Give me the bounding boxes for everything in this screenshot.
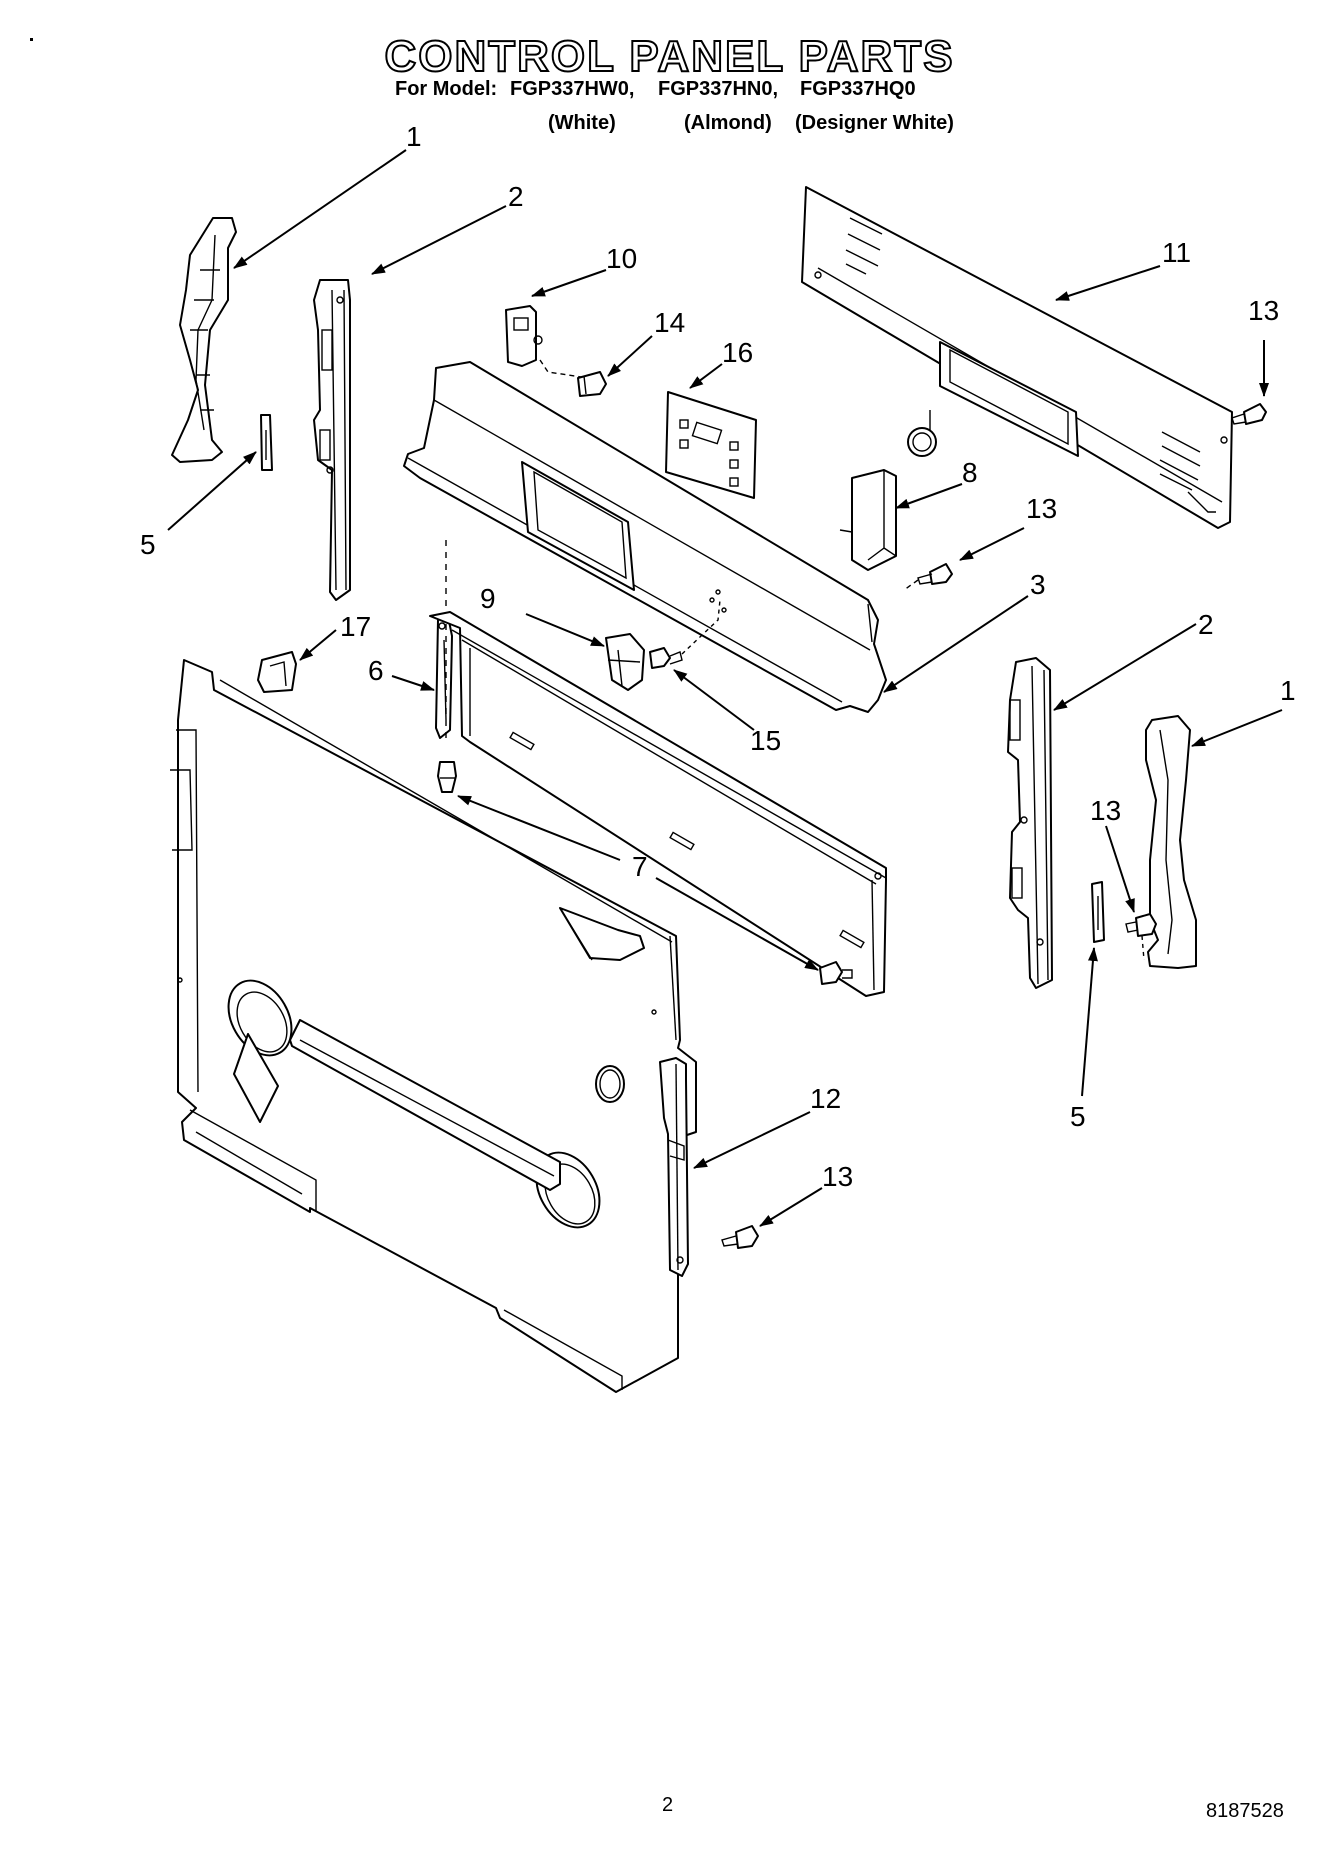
callout-2-right: 2 [1198, 609, 1214, 640]
part-3-console-panel [403, 361, 887, 713]
part-5-right-clip [1091, 881, 1105, 943]
leader-lines [167, 149, 1283, 1227]
part-2-left-bracket [313, 279, 351, 601]
part-13-screw-right [1125, 913, 1157, 961]
part-12-side-bracket [659, 1057, 689, 1277]
part-ring [907, 410, 937, 457]
color-almond: (Almond) [684, 112, 772, 134]
part-16-overlay [665, 391, 757, 499]
part-10-switch [505, 305, 589, 379]
color-white: (White) [548, 112, 616, 134]
callout-6: 6 [368, 655, 384, 686]
part-1-right-end-cap [1145, 715, 1197, 969]
part-backguard-panel [170, 659, 697, 1393]
part-5-left-clip [260, 414, 273, 471]
callout-13-right: 13 [1090, 795, 1121, 826]
callout-5-left: 5 [140, 529, 156, 560]
callout-10: 10 [606, 243, 637, 274]
part-9-knob [605, 633, 645, 691]
callout-17: 17 [340, 611, 371, 642]
document-number: 8187528 [1206, 1800, 1284, 1822]
model-designer-white: FGP337HQ0 [800, 78, 916, 100]
part-13-screw-middle [903, 563, 953, 591]
model-prefix: For Model: [395, 78, 498, 100]
callout-14: 14 [654, 307, 685, 338]
callout-1-right: 1 [1280, 675, 1296, 706]
part-13-screw-bottom [721, 1225, 759, 1249]
callout-3: 3 [1030, 569, 1046, 600]
callout-8: 8 [962, 457, 978, 488]
part-2-right-bracket [1007, 657, 1053, 989]
part-support-channel [429, 611, 887, 997]
part-1-left-end-cap [171, 217, 237, 463]
callout-9: 9 [480, 583, 496, 614]
part-17-clip [257, 651, 297, 693]
callout-5-right: 5 [1070, 1101, 1086, 1132]
callout-12: 12 [810, 1083, 841, 1114]
model-almond: FGP337HN0, [658, 78, 779, 100]
callout-11: 11 [1162, 237, 1191, 268]
callout-1-left: 1 [406, 121, 422, 152]
part-7-screw-lower [819, 961, 853, 985]
callout-15: 15 [750, 725, 781, 756]
speck [30, 38, 33, 41]
part-8-module [839, 469, 897, 571]
callout-2-left: 2 [508, 181, 524, 212]
callout-13-top-right: 13 [1248, 295, 1279, 326]
callout-7: 7 [632, 851, 648, 882]
part-6-bracket [435, 615, 453, 739]
part-13-screw-top-right [1231, 403, 1267, 425]
model-white: FGP337HW0, [510, 78, 635, 100]
color-designer-white: (Designer White) [795, 112, 954, 134]
part-14-screw [577, 371, 607, 397]
page-title: CONTROL PANEL PARTS [383, 31, 955, 82]
part-11-rear-cover [801, 186, 1233, 529]
callout-13-bottom: 13 [822, 1161, 853, 1192]
callout-13-middle: 13 [1026, 493, 1057, 524]
callout-16: 16 [722, 337, 753, 368]
page-number: 2 [662, 1794, 674, 1816]
part-15-screw [649, 589, 727, 669]
part-7-screw-upper [437, 540, 457, 793]
